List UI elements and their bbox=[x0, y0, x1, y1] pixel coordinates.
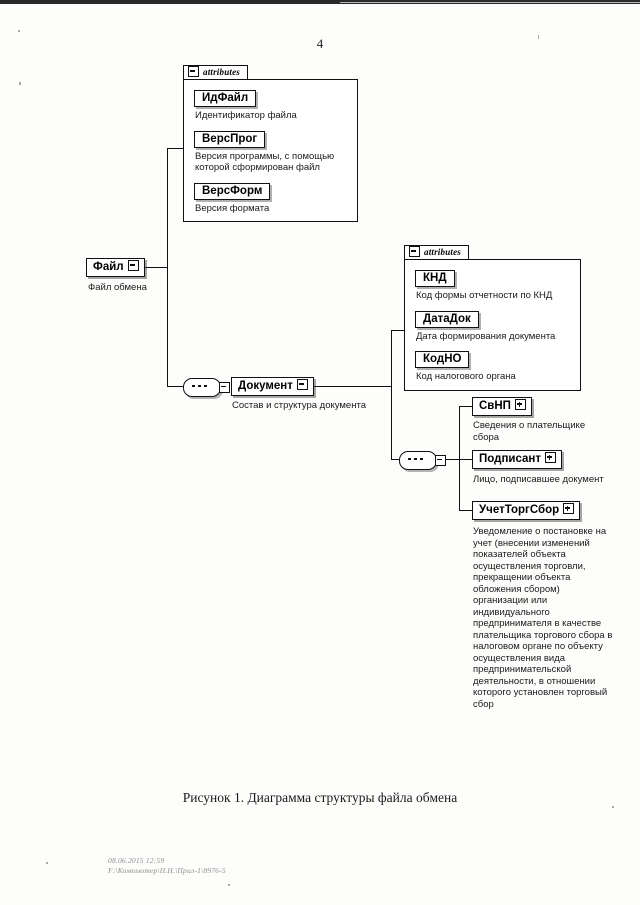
file-attributes-tab[interactable]: attributes bbox=[183, 65, 249, 80]
scan-speck bbox=[538, 35, 539, 39]
sequence-compositor-icon[interactable] bbox=[399, 451, 446, 470]
footer-stamp: 08.06.2015 12:59 F:\Компьютер\Н.Н.\Прил-… bbox=[108, 856, 226, 876]
scan-speck bbox=[18, 30, 20, 32]
node-podpisant[interactable]: Подписант bbox=[472, 449, 562, 469]
node-document[interactable]: Документ bbox=[231, 376, 314, 396]
node-file-box[interactable]: Файл bbox=[86, 258, 145, 277]
attribute-description: Версия формата bbox=[195, 202, 270, 214]
node-document-box[interactable]: Документ bbox=[231, 377, 314, 396]
connector-riser-to-sequence bbox=[167, 386, 183, 388]
attribute-name[interactable]: ВерсФорм bbox=[194, 182, 271, 200]
connector-to-podpisant bbox=[459, 459, 473, 461]
connector-to-uchettorgsbor bbox=[459, 510, 473, 512]
attribute-item[interactable]: ИдФайл bbox=[194, 88, 349, 107]
node-podpisant-box[interactable]: Подписант bbox=[472, 450, 562, 469]
attribute-description: Код формы отчетности по КНД bbox=[416, 290, 553, 301]
node-document-label: Документ bbox=[238, 380, 293, 392]
minus-toggle-icon[interactable] bbox=[219, 382, 230, 393]
document-attributes-block: attributes КНД Код формы отчетности по К… bbox=[404, 242, 581, 391]
file-attributes-block: attributes ИдФайл Идентификатор файла Ве… bbox=[183, 62, 358, 222]
minus-toggle-icon[interactable] bbox=[188, 66, 199, 78]
connector-document-riser bbox=[391, 330, 393, 460]
connector-riser-file-down bbox=[167, 267, 169, 387]
node-uchettorgsbor[interactable]: УчетТоргСбор bbox=[472, 500, 581, 520]
connector-file-to-riser bbox=[144, 267, 168, 269]
connector-seq2-out bbox=[446, 459, 460, 461]
node-file[interactable]: Файл bbox=[86, 257, 145, 277]
node-uchettorgsbor-label: УчетТоргСбор bbox=[479, 504, 560, 516]
node-svnp-label: СвНП bbox=[479, 400, 511, 412]
minus-toggle-icon[interactable] bbox=[435, 455, 446, 466]
node-uchettorgsbor-description: Уведомление о постановке на учет (внесен… bbox=[473, 526, 613, 710]
connector-to-svnp bbox=[459, 406, 473, 408]
attribute-description: Идентификатор файла bbox=[195, 110, 297, 121]
document-attributes-tab[interactable]: attributes bbox=[404, 245, 470, 260]
file-attributes-tab-label: attributes bbox=[203, 67, 241, 77]
connector-document-out bbox=[306, 386, 392, 388]
attribute-item[interactable]: ДатаДок bbox=[415, 309, 572, 328]
connector-document-to-seq2 bbox=[391, 459, 399, 461]
connector-riser-to-attrs bbox=[167, 148, 185, 150]
document-attributes-tab-label: attributes bbox=[424, 247, 462, 257]
attribute-description: Версия программы, с помощью которой сфор… bbox=[195, 150, 335, 174]
sequence-shell bbox=[399, 451, 437, 470]
attribute-description: Дата формирования документа bbox=[416, 330, 556, 342]
scan-top-edge-fade bbox=[340, 2, 640, 3]
footer-path: F:\Компьютер\Н.Н.\Прил-1\8976-5 bbox=[108, 866, 226, 875]
sequence-compositor-icon[interactable] bbox=[183, 378, 230, 397]
page-number: 4 bbox=[316, 36, 324, 51]
node-podpisant-label: Подписант bbox=[479, 453, 541, 465]
plus-toggle-icon[interactable] bbox=[563, 503, 575, 515]
attribute-item[interactable]: ВерсПрог bbox=[194, 129, 349, 148]
connector-document-to-attrs bbox=[391, 330, 405, 332]
plus-toggle-icon[interactable] bbox=[514, 399, 526, 411]
node-uchettorgsbor-box[interactable]: УчетТоргСбор bbox=[472, 501, 581, 520]
attribute-description: Код налогового органа bbox=[416, 371, 516, 382]
connector-riser-file bbox=[167, 148, 169, 268]
plus-toggle-icon[interactable] bbox=[544, 452, 556, 464]
attribute-name[interactable]: КНД bbox=[415, 270, 455, 287]
node-file-description: Файл обмена bbox=[88, 282, 147, 293]
attribute-name[interactable]: ДатаДок bbox=[415, 310, 479, 328]
document-attributes-body: КНД Код формы отчетности по КНД ДатаДок … bbox=[404, 259, 581, 391]
sequence-shell bbox=[183, 378, 221, 397]
footer-timestamp: 08.06.2015 12:59 bbox=[108, 856, 165, 865]
minus-toggle-icon[interactable] bbox=[296, 379, 308, 391]
node-file-label: Файл bbox=[93, 261, 124, 273]
scan-speck bbox=[612, 806, 614, 808]
figure-caption: Рисунок 1. Диаграмма структуры файла обм… bbox=[182, 790, 458, 805]
node-svnp-description: Сведения о плательщике сбора bbox=[473, 420, 586, 443]
scan-top-edge bbox=[0, 0, 640, 4]
attribute-name[interactable]: ИдФайл bbox=[194, 90, 257, 107]
attribute-name[interactable]: КодНО bbox=[415, 351, 470, 368]
scan-speck bbox=[46, 862, 48, 864]
attribute-name[interactable]: ВерсПрог bbox=[194, 130, 266, 148]
sequence-dots bbox=[192, 385, 210, 388]
attribute-item[interactable]: КодНО bbox=[415, 349, 572, 368]
scan-speck bbox=[228, 884, 230, 886]
node-svnp-box[interactable]: СвНП bbox=[472, 397, 532, 416]
attribute-item[interactable]: КНД bbox=[415, 268, 572, 287]
scan-speck bbox=[19, 82, 21, 85]
minus-toggle-icon[interactable] bbox=[409, 246, 420, 258]
node-svnp[interactable]: СвНП bbox=[472, 396, 532, 416]
sequence-dots bbox=[408, 458, 426, 461]
node-podpisant-description: Лицо, подписавшее документ bbox=[473, 474, 604, 485]
connector-children-spine bbox=[459, 406, 461, 511]
attribute-item[interactable]: ВерсФорм bbox=[194, 181, 349, 200]
minus-toggle-icon[interactable] bbox=[127, 260, 139, 272]
file-attributes-body: ИдФайл Идентификатор файла ВерсПрог Верс… bbox=[183, 79, 358, 222]
node-document-description: Состав и структура документа bbox=[232, 400, 366, 411]
